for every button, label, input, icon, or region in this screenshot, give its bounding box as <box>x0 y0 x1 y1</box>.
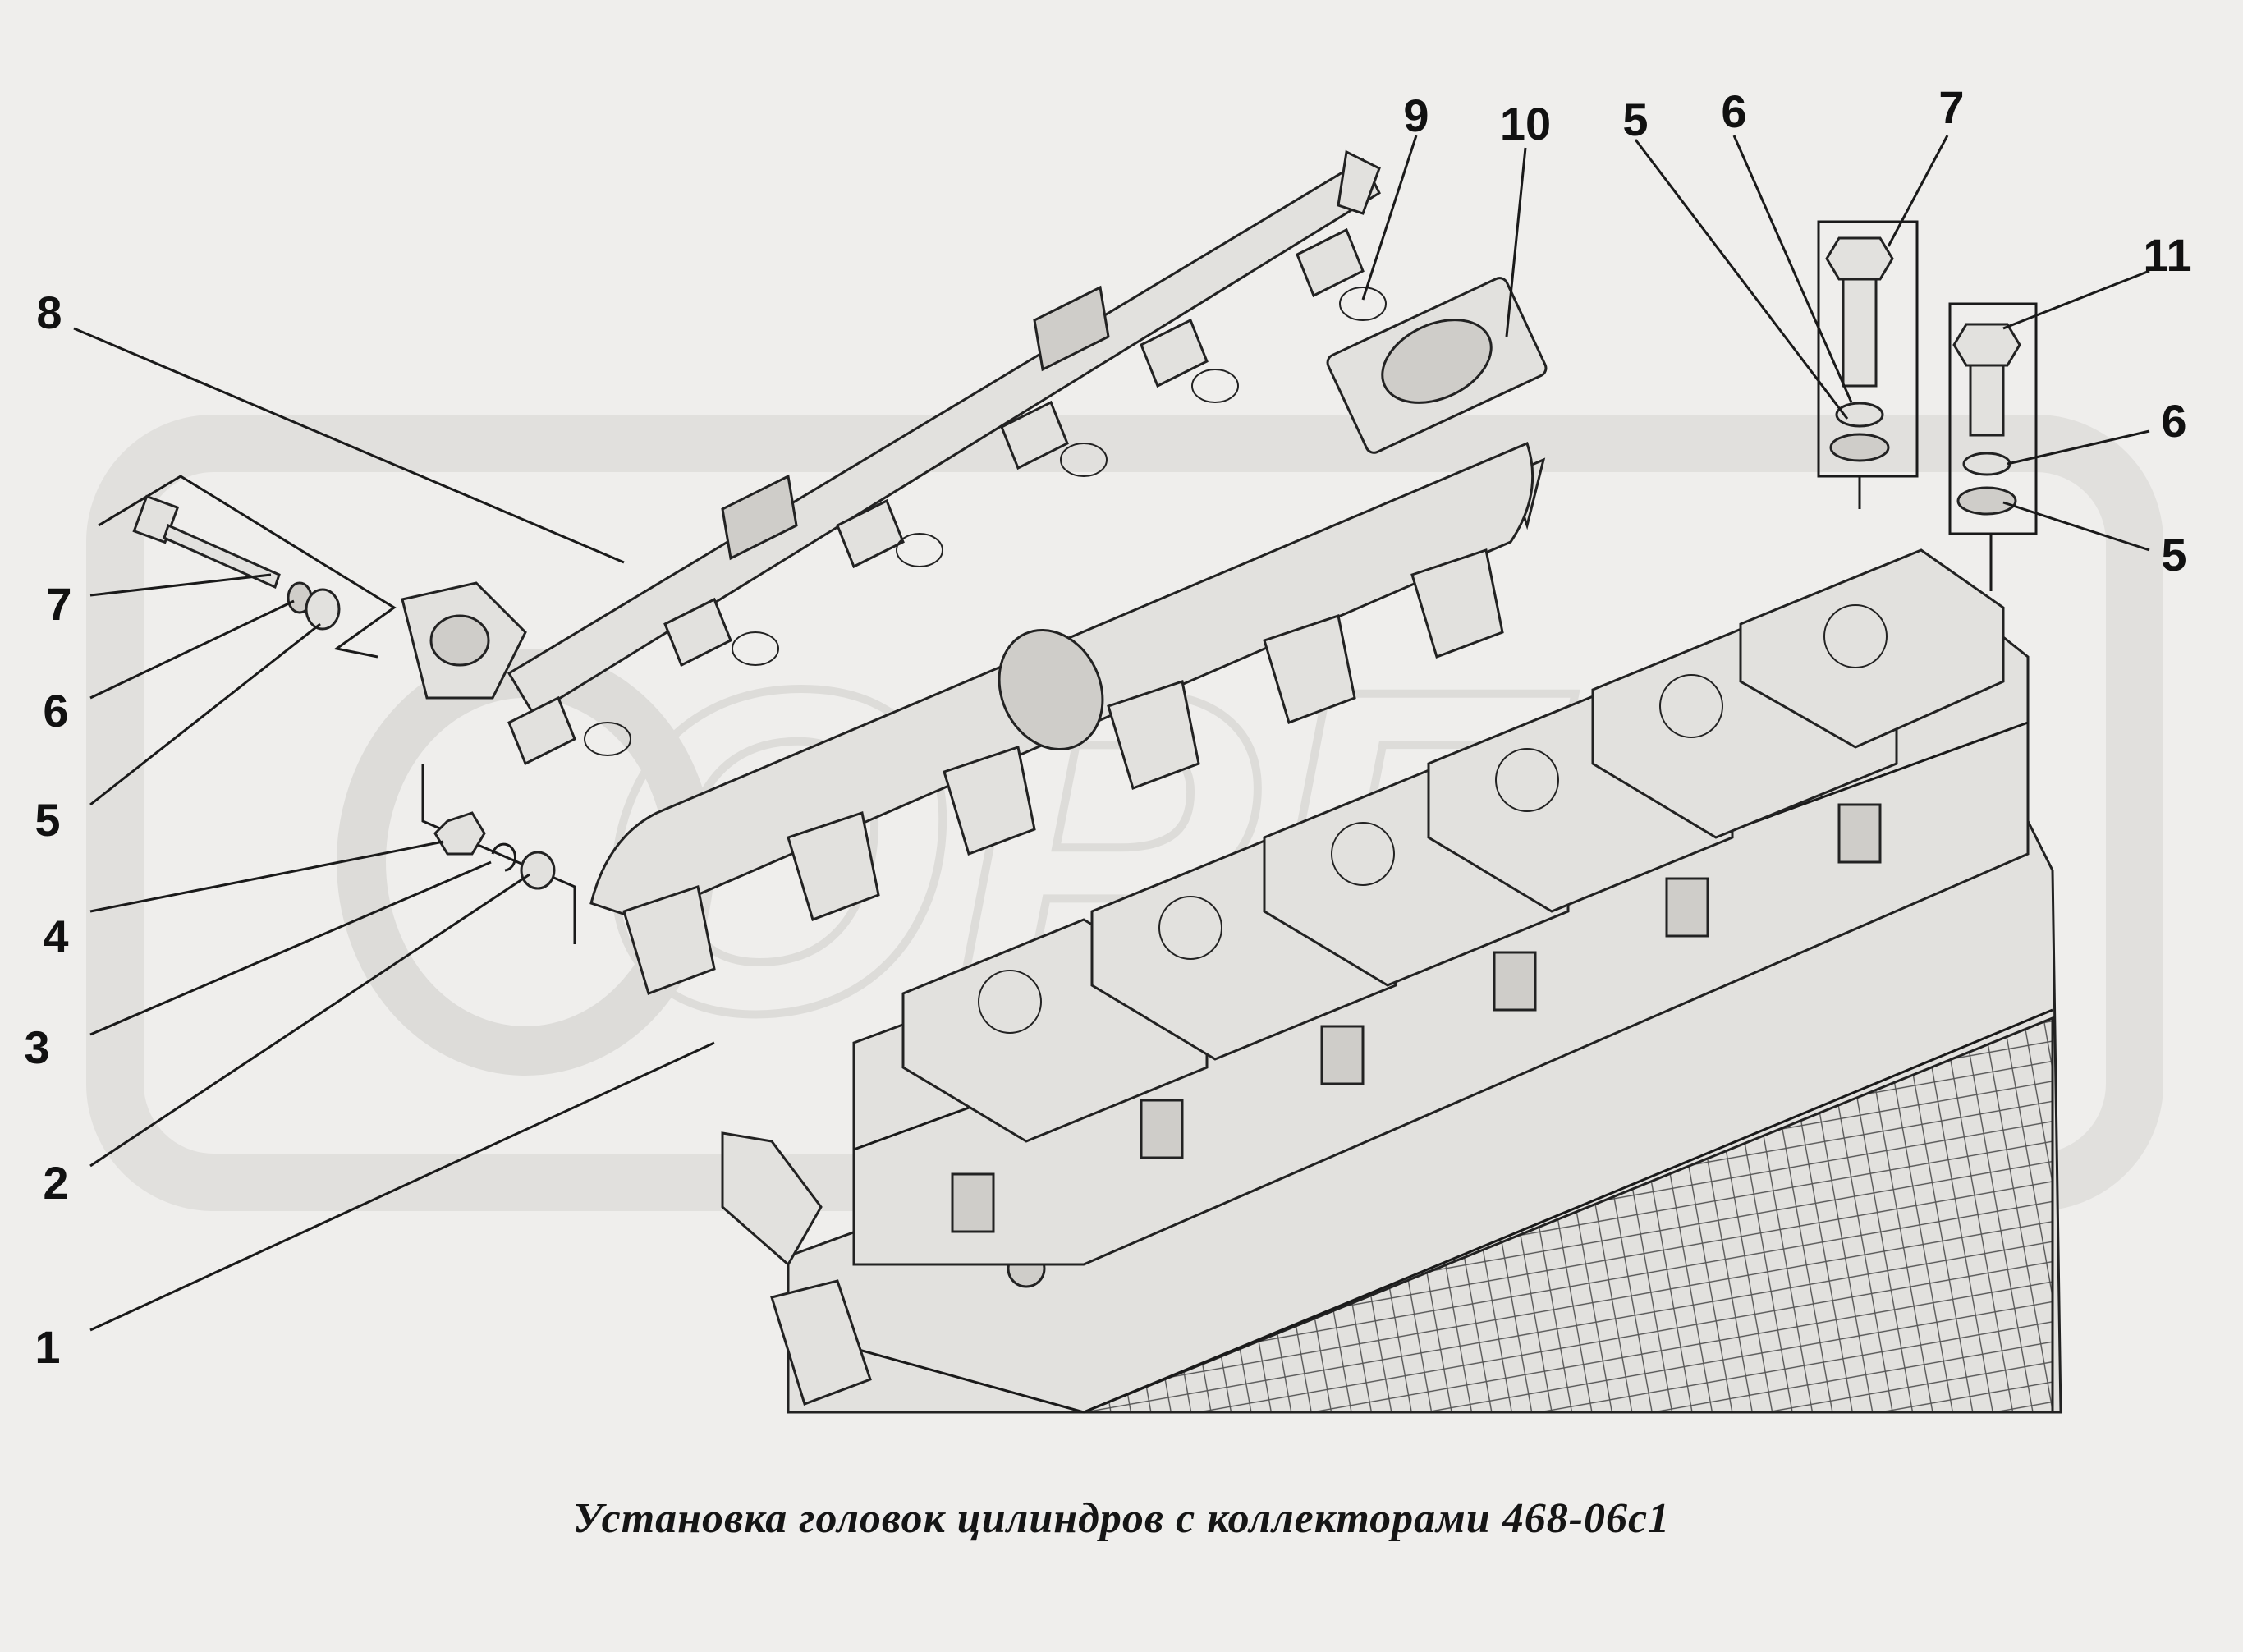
diagram-caption: Установка головок цилиндров с коллектора… <box>572 1495 1671 1542</box>
callout-9: 9 <box>1403 89 1429 141</box>
leader-6-top <box>1732 135 1853 403</box>
callout-6-right: 6 <box>2161 395 2186 447</box>
callout-10: 10 <box>1500 98 1551 149</box>
bolt-group-left <box>98 475 397 659</box>
cylinder-heads <box>852 548 2030 1266</box>
leader-6-right <box>2007 429 2150 466</box>
leader-11 <box>2002 269 2150 330</box>
exhaust-manifold <box>589 277 1548 995</box>
leader-1 <box>89 1041 715 1332</box>
bolt-group-right <box>1948 302 2038 591</box>
callout-labels: 8 9 10 5 6 7 11 6 5 7 6 5 4 3 2 1 <box>24 81 2191 1373</box>
callout-3: 3 <box>24 1021 49 1073</box>
callout-4: 4 <box>43 911 68 962</box>
leader-8 <box>73 327 625 564</box>
leader-5-right <box>2002 501 2150 552</box>
callout-7-top: 7 <box>1938 81 1964 133</box>
leader-7-left <box>89 573 272 597</box>
callout-2: 2 <box>43 1157 68 1209</box>
leader-5-top <box>1634 139 1849 420</box>
leader-9 <box>1361 135 1418 301</box>
leader-6-left <box>89 599 295 700</box>
leader-3 <box>89 860 492 1036</box>
callout-6-top: 6 <box>1721 85 1746 137</box>
callout-11: 11 <box>2143 229 2191 281</box>
callout-8: 8 <box>36 287 62 338</box>
leader-5-left <box>89 622 321 806</box>
callout-5-top: 5 <box>1622 94 1648 145</box>
leader-lines <box>73 135 2150 1332</box>
leader-2 <box>89 873 530 1168</box>
callout-5-left: 5 <box>34 794 60 846</box>
nut-group-left <box>421 764 576 944</box>
intake-manifold <box>401 149 1387 766</box>
leader-4 <box>89 840 444 913</box>
callout-7-left: 7 <box>46 578 71 630</box>
bolt-group-top-right <box>1817 220 1919 509</box>
callout-6-left: 6 <box>43 685 68 737</box>
callout-5-right: 5 <box>2161 529 2186 580</box>
leader-7-top <box>1887 135 1949 247</box>
callout-1: 1 <box>34 1321 60 1373</box>
leader-10 <box>1505 147 1527 337</box>
